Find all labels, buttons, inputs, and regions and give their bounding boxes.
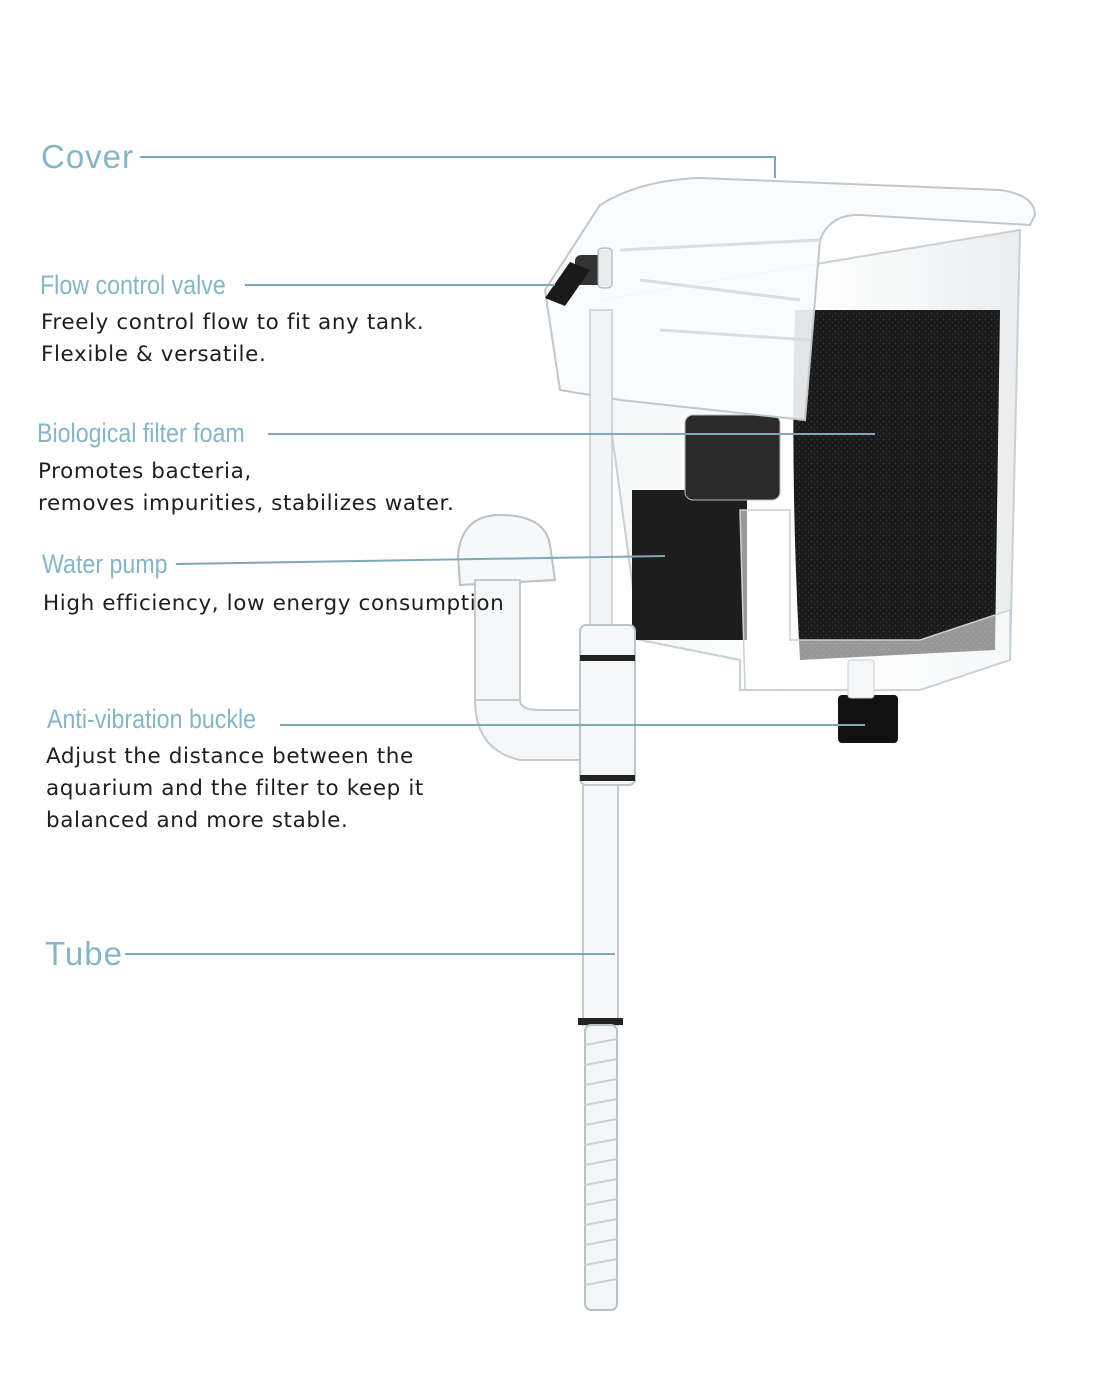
pump-leader: [175, 555, 666, 565]
valve-title: Flow control valve: [40, 270, 226, 300]
pump-motor: [684, 414, 781, 501]
foam-desc-line: Promotes bacteria,: [38, 459, 252, 484]
valve-desc-line: Flexible & versatile.: [41, 342, 267, 367]
leader-lines: [125, 156, 875, 955]
ribbed-tube: [584, 1024, 618, 1311]
strainer-cap: [456, 513, 557, 587]
pump-block: [632, 490, 747, 640]
buckle-title: Anti-vibration buckle: [47, 704, 257, 734]
buckle-desc-line: aquarium and the filter to keep it: [46, 776, 424, 801]
buckle-desc-line: Adjust the distance between the: [46, 744, 414, 769]
main-tube: [582, 784, 619, 1026]
buckle-desc-line: balanced and more stable.: [46, 808, 349, 833]
pump-desc-line: High efficiency, low energy consumption: [43, 591, 505, 616]
outlet-nozzle: [838, 695, 898, 743]
foam-desc-line: removes impurities, stabilizes water.: [38, 491, 455, 516]
intake-assembly: [456, 309, 636, 1311]
foam-title: Biological filter foam: [37, 418, 245, 448]
foam-description: Promotes bacteria, removes impurities, s…: [38, 456, 454, 520]
cover-title: Cover: [41, 138, 135, 175]
pump-title: Water pump: [42, 549, 168, 579]
valve-knob: [545, 247, 613, 306]
buckle-description: Adjust the distance between the aquarium…: [46, 741, 424, 837]
cover-lid: [543, 176, 1037, 422]
cover-leader: [140, 156, 776, 178]
pump-description: High efficiency, low energy consumption: [43, 588, 504, 620]
foam-sponge: [793, 310, 1000, 660]
tube-title: Tube: [45, 935, 123, 972]
valve-description: Freely control flow to fit any tank. Fle…: [41, 307, 424, 371]
valve-desc-line: Freely control flow to fit any tank.: [41, 310, 425, 335]
